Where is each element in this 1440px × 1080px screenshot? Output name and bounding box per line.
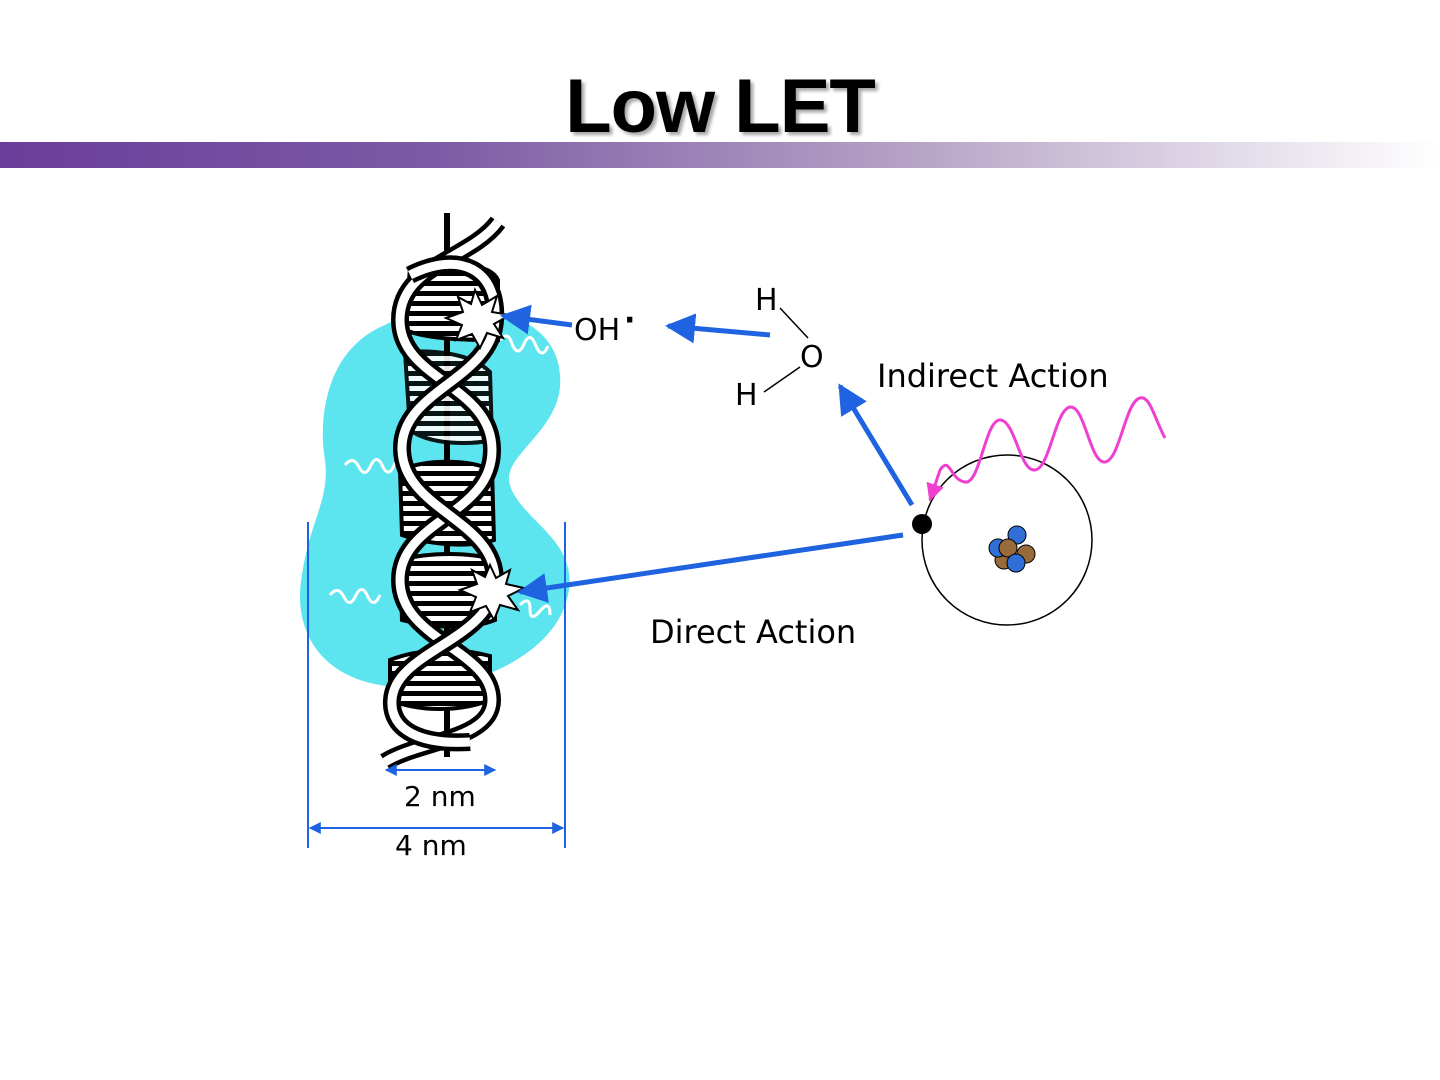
- dimension-4nm-label: 4 nm: [395, 829, 467, 862]
- slide-title: Low LET: [565, 64, 876, 149]
- title-gradient-bar: [0, 142, 1440, 168]
- indirect-action-label: Indirect Action: [877, 357, 1109, 395]
- arrow-electron-to-dna: [517, 532, 904, 603]
- water-bond-top: [779, 307, 809, 339]
- atom-nucleus: [988, 525, 1036, 573]
- direct-action-label: Direct Action: [650, 613, 856, 651]
- water-hydrogen-bottom: H: [735, 378, 758, 413]
- arrow-electron-to-water: [837, 383, 915, 507]
- damage-burst-lower: [457, 562, 527, 623]
- dimension-2nm-label: 2 nm: [404, 780, 476, 813]
- photon-wave: [926, 396, 1167, 502]
- arrow-water-to-oh: [665, 313, 771, 344]
- ejected-electron: [912, 514, 932, 534]
- dimension-guides: [307, 522, 566, 848]
- water-hydrogen-top: H: [755, 283, 778, 318]
- arrow-oh-to-dna: [500, 304, 573, 335]
- hydroxyl-label: OH: [574, 313, 620, 348]
- water-bond-bottom: [763, 366, 801, 393]
- hydroxyl-dot: ·: [624, 303, 635, 338]
- damage-burst-upper: [443, 287, 513, 351]
- atom-orbit: [921, 454, 1093, 626]
- water-oxygen: O: [800, 340, 824, 375]
